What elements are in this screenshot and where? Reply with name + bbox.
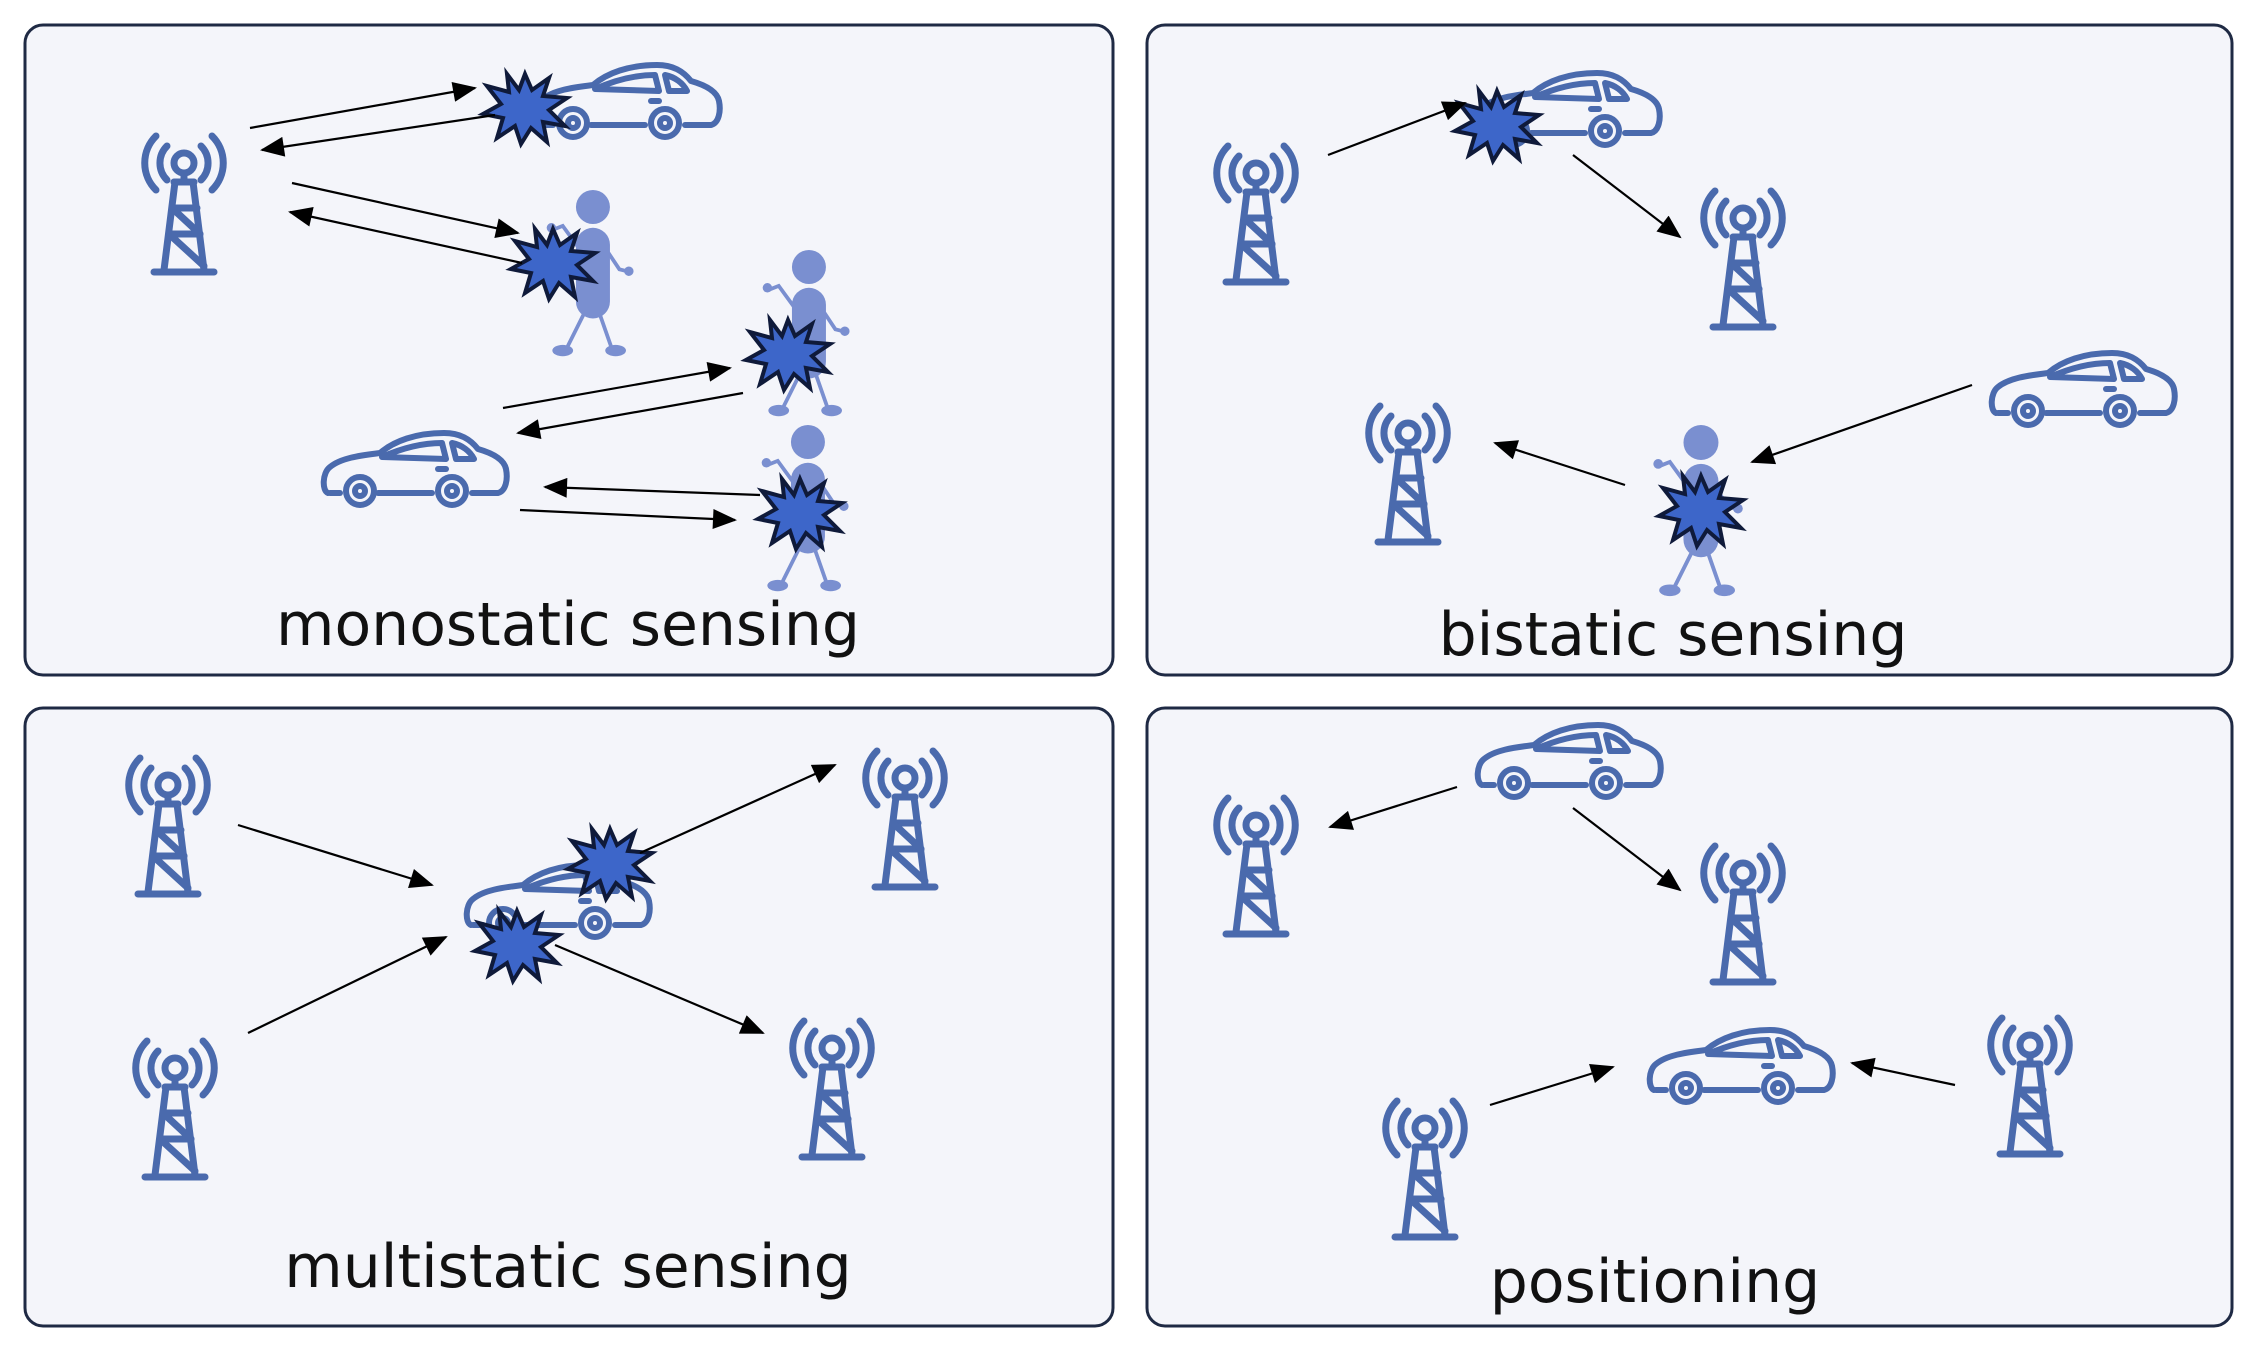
- arrow: [639, 763, 837, 855]
- arrow: [543, 477, 761, 498]
- panel-caption: bistatic sensing: [1439, 600, 1908, 670]
- panel-caption: positioning: [1490, 1247, 1820, 1317]
- arrow: [237, 823, 434, 889]
- panel-frame: [1145, 23, 2234, 677]
- arrow: [1750, 383, 1973, 465]
- arrow: [247, 936, 448, 1034]
- panel-bistatic: bistatic sensing: [1145, 23, 2234, 677]
- arrow: [1572, 154, 1682, 239]
- panel-caption: monostatic sensing: [276, 590, 860, 660]
- arrow: [1327, 101, 1467, 157]
- panel-positioning: positioning: [1145, 706, 2234, 1328]
- panel-frame: [23, 706, 1115, 1328]
- arrow: [1572, 807, 1682, 892]
- panel-multistatic: multistatic sensing: [23, 706, 1115, 1328]
- panel-monostatic: monostatic sensing: [23, 23, 1115, 677]
- arrow: [502, 361, 732, 410]
- arrow: [519, 508, 737, 529]
- arrow: [1328, 785, 1458, 830]
- arrow: [260, 113, 496, 157]
- arrow: [554, 943, 765, 1035]
- arrow: [249, 82, 477, 130]
- panel-frame: [1145, 706, 2234, 1328]
- arrow: [1850, 1057, 1956, 1087]
- arrow: [1489, 1063, 1615, 1107]
- arrow: [291, 181, 520, 239]
- arrow: [288, 206, 523, 265]
- arrow: [1493, 440, 1626, 487]
- arrow: [516, 391, 744, 439]
- panel-caption: multistatic sensing: [284, 1232, 851, 1302]
